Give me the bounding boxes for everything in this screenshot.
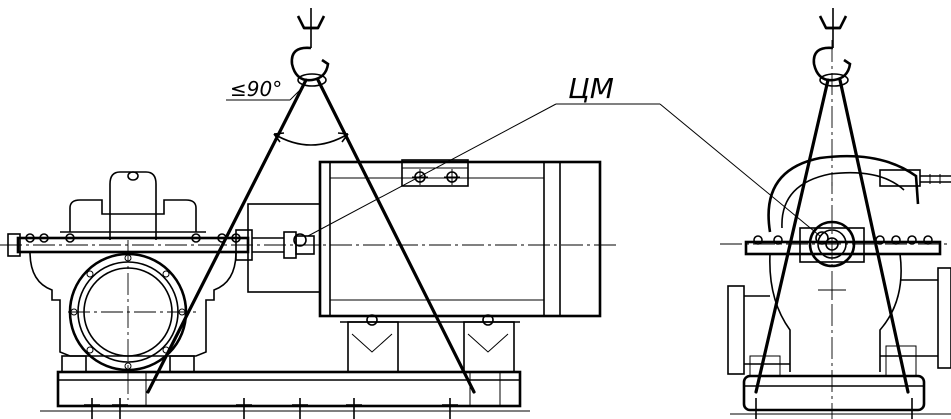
center-of-mass-callout: ЦМ — [556, 72, 821, 237]
center-of-mass-label: ЦМ — [568, 72, 614, 105]
slings-left — [146, 78, 476, 394]
slings-right — [754, 78, 910, 394]
anchor-bolts — [84, 398, 458, 419]
crane-hook-right — [812, 8, 852, 87]
side-view: ≤90° — [0, 8, 620, 419]
center-of-mass-leader-left — [307, 103, 557, 237]
coupling — [247, 203, 321, 293]
front-view-centerlines — [720, 40, 951, 419]
base-frame — [40, 370, 530, 419]
front-volute — [727, 154, 951, 377]
angle-indicator — [226, 85, 349, 146]
center-of-mass-marker-left — [293, 233, 307, 247]
front-base — [730, 374, 951, 419]
center-of-mass-leader-right — [659, 103, 821, 237]
electric-motor — [318, 159, 602, 373]
angle-label: ≤90° — [230, 77, 282, 101]
side-view-centerlines — [0, 240, 620, 400]
front-view — [720, 8, 951, 419]
crane-hook-left — [290, 8, 330, 87]
pump-casing — [7, 171, 253, 373]
center-of-mass-marker-right — [815, 231, 829, 245]
